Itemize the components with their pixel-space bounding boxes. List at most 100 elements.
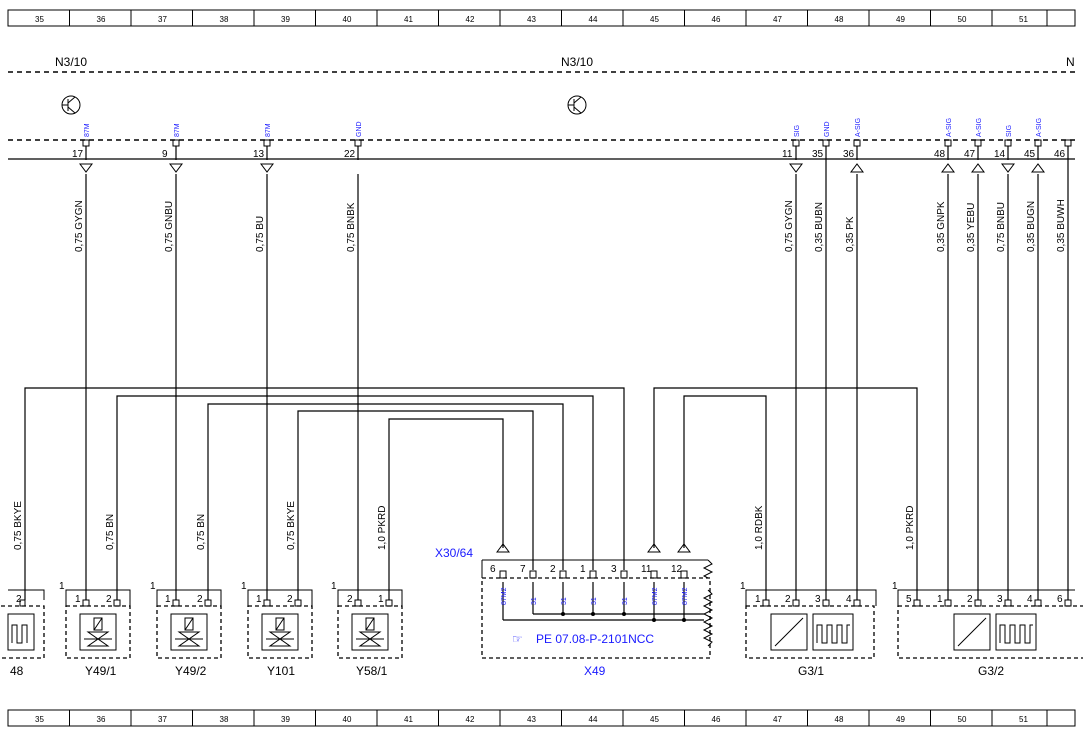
oxygen-sensor-icon [953,613,991,651]
component-label: Y49/2 [175,664,207,678]
ecu-pin-terminal [82,139,90,147]
arrow-up-icon [647,543,661,553]
ecu-pin-terminal [822,139,830,147]
ruler-column-number: 46 [712,15,721,24]
x49-pin-number: 12 [671,564,683,575]
ruler-column-number: 35 [35,15,44,24]
ecu-pin-number: 47 [964,149,976,160]
ecu-pin-signal: 87M [174,123,181,137]
arrow-down-icon [79,163,93,173]
connector-number: 1 [150,581,156,592]
wire-label: 0,75 BNBK [346,202,357,252]
arrow-down-icon [789,163,803,173]
ecu-pin-signal: A-SIG [1036,118,1043,137]
arrow-up-icon [941,163,955,173]
wire-label: 0,35 YEBU [966,203,977,252]
ruler-column-number: 40 [343,15,352,24]
ecu-pin-signal: GND [824,121,831,137]
ruler-column-number: 45 [650,715,659,724]
ecu-pin-number: 48 [934,149,946,160]
pin-number: 3 [815,594,821,605]
ecu-pin-signal: GND [356,121,363,137]
ecu-pin-terminal [1064,139,1072,147]
wire-label: 0,75 BKYE [13,501,24,550]
ecu-pin-terminal [354,139,362,147]
x49-pin-signal: 31 [531,597,538,605]
ruler-column-number: 51 [1019,15,1028,24]
pin-number: 2 [347,594,353,605]
ecu-pin-number: 9 [162,149,168,160]
ruler-column-number: 51 [1019,715,1028,724]
ruler-column-number: 50 [958,15,967,24]
solenoid-valve-icon [79,613,117,651]
ecu-label-right: N [1066,55,1075,69]
wire-label: 0,75 BNBU [996,202,1007,252]
arrow-down-icon [260,163,274,173]
x49-pin-signal: 31 [561,597,568,605]
wire-label: 0,75 GYGN [784,200,795,252]
wire-label: 0,35 BUWH [1056,199,1067,252]
pulse-sensor-icon [999,624,1033,644]
arrow-up-icon [850,163,864,173]
ruler-column-number: 48 [835,15,844,24]
pin-number: 1 [378,594,384,605]
x49-pin-number: 11 [641,564,652,575]
arrow-up-icon [1031,163,1045,173]
ruler-column-number: 39 [281,715,290,724]
ruler-column-number: 44 [589,15,598,24]
ruler-column-number: 41 [404,715,413,724]
pin-number: 2 [106,594,112,605]
pulse-sensor-icon [816,624,850,644]
x49-pin-number: 1 [580,564,586,575]
ecu-pin-terminal [944,139,952,147]
ruler-column-number: 44 [589,715,598,724]
wire-label: 1,0 PKRD [377,506,388,550]
solenoid-valve-icon [351,613,389,651]
pin-number: 1 [165,594,171,605]
ecu-pin-signal: SIG [1006,125,1013,137]
ruler-column-number: 50 [958,715,967,724]
component-label: Y101 [267,664,295,678]
pulse-sensor-icon [11,624,28,644]
wire-label: 0,35 GNPK [936,201,947,252]
ruler-column-number: 36 [97,715,106,724]
ruler-column-number: 35 [35,715,44,724]
wire-label: 0,35 BUBN [814,202,825,252]
g3-1-conn: 1 [740,581,746,592]
wire-label: 0,35 PK [845,216,856,252]
ecu-pin-signal: A-SIG [976,118,983,137]
connector-number: 1 [59,581,65,592]
ecu-pin-signal: A-SIG [946,118,953,137]
wire-label: 1,0 PKRD [905,506,916,550]
g3-1-label: G3/1 [798,664,824,678]
connector-number: 1 [241,581,247,592]
ruler-column-number: 49 [896,15,905,24]
wire-label: 0,35 BUGN [1026,201,1037,252]
pin-number: 4 [1027,594,1033,605]
arrow-up-icon [971,163,985,173]
solenoid-valve-icon [170,613,208,651]
x49-connector-label: X30/64 [435,546,473,560]
ruler-column-number: 45 [650,15,659,24]
ecu-pin-terminal [974,139,982,147]
wire-label: 0,75 GNBU [164,201,175,252]
ecu-pin-terminal [853,139,861,147]
ecu-pin-terminal [1034,139,1042,147]
pin-number: 2 [197,594,203,605]
x49-reference[interactable]: PE 07.08-P-2101NCC [536,632,654,646]
wire-label: 0,75 BN [105,514,116,550]
ecu-pin-terminal [792,139,800,147]
pin-number: 2 [785,594,791,605]
harness-routing [24,160,1069,600]
x49-pin-signal: 31 [591,597,598,605]
ecu-pin-number: 35 [812,149,824,160]
x49-pin-signal: 87M2 [501,587,508,605]
ruler-column-number: 43 [527,715,536,724]
